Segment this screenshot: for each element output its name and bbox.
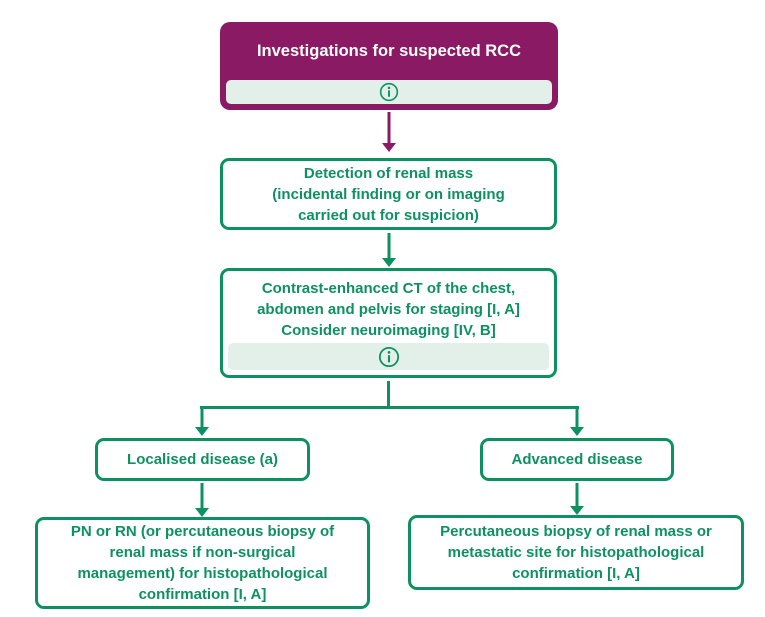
- arrowhead-down: [570, 506, 584, 515]
- arrowhead-down: [570, 427, 584, 436]
- connector-root-to-detection: [381, 112, 397, 152]
- connector-shaft: [387, 112, 391, 144]
- arrowhead-down: [382, 258, 396, 267]
- node-localised-label: Localised disease (a): [127, 451, 278, 468]
- node-detection-renal-mass: Detection of renal mass (incidental find…: [220, 158, 557, 230]
- connector-branch-to-localised: [194, 406, 210, 436]
- node-ct-staging-text: Contrast-enhanced CT of the chest, abdom…: [257, 280, 520, 339]
- connector-detection-to-ct: [381, 233, 397, 267]
- connector-shaft: [575, 406, 579, 428]
- connector-shaft: [200, 483, 204, 509]
- node-percutaneous-biopsy: Percutaneous biopsy of renal mass or met…: [408, 515, 744, 590]
- node-advanced-disease: Advanced disease: [480, 438, 674, 481]
- node-localised-disease: Localised disease (a): [95, 438, 310, 481]
- root-info-strip[interactable]: [226, 80, 552, 104]
- node-ct-staging: Contrast-enhanced CT of the chest, abdom…: [220, 268, 557, 378]
- connector-advanced-to-action: [569, 483, 585, 515]
- connector-shaft: [200, 406, 204, 428]
- node-pn-rn-biopsy-text: PN or RN (or percutaneous biopsy of rena…: [70, 523, 335, 603]
- arrowhead-down: [195, 508, 209, 517]
- connector-shaft: [387, 233, 391, 259]
- ct-info-strip[interactable]: [228, 343, 549, 370]
- info-icon[interactable]: [379, 82, 399, 102]
- connector-branch-horizontal: [200, 406, 579, 409]
- connector-branch-to-advanced: [569, 406, 585, 436]
- connector-shaft: [575, 483, 579, 507]
- arrowhead-down: [195, 427, 209, 436]
- node-pn-rn-biopsy: PN or RN (or percutaneous biopsy of rena…: [35, 517, 370, 609]
- node-advanced-label: Advanced disease: [511, 451, 643, 468]
- root-title: Investigations for suspected RCC: [256, 41, 522, 60]
- info-icon[interactable]: [378, 346, 400, 368]
- connector-localised-to-action: [194, 483, 210, 517]
- node-percutaneous-biopsy-text: Percutaneous biopsy of renal mass or met…: [440, 523, 712, 582]
- node-root-investigations: Investigations for suspected RCC: [220, 22, 558, 110]
- arrowhead-down: [382, 143, 396, 152]
- node-detection-text: Detection of renal mass (incidental find…: [272, 164, 505, 224]
- connector-branch-stub: [387, 381, 390, 408]
